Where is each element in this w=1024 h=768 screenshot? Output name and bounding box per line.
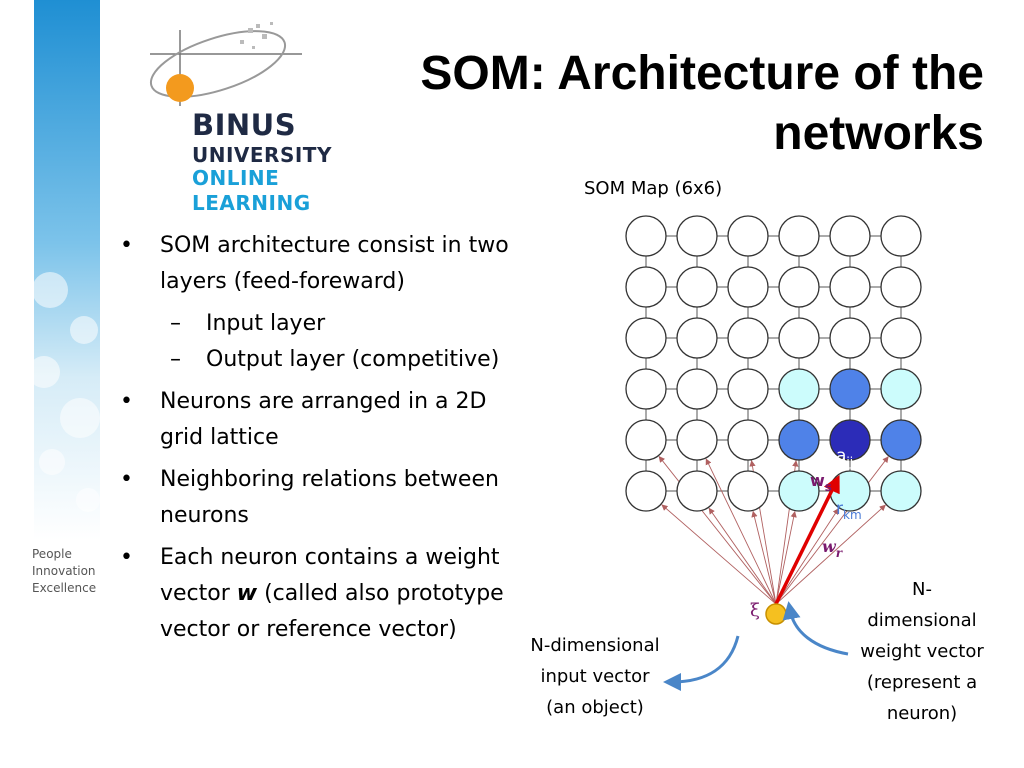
weight-vector-caption: N- dimensional weight vector (represent …: [852, 574, 992, 729]
bullet-neighbor-relations: Neighboring relations between neurons: [118, 462, 518, 534]
neighbor-label-main: r: [836, 499, 843, 519]
som-neuron-empty: [727, 419, 769, 461]
input-caption-line-1: N-dimensional: [530, 635, 660, 656]
input-caption-line-2: input vector: [540, 666, 650, 687]
som-neuron-near: [778, 470, 820, 512]
som-neuron-empty: [880, 317, 922, 359]
input-connection-arrow: [661, 504, 777, 605]
som-neuron-empty: [727, 317, 769, 359]
input-symbol-xi: ξ: [750, 600, 760, 621]
som-neuron-winner-area: [829, 368, 871, 410]
brand-tagline: People Innovation Excellence: [32, 546, 96, 597]
tagline-excellence: Excellence: [32, 581, 97, 595]
som-neuron-winner-area: [880, 419, 922, 461]
logo-text-binus: BINUS: [192, 108, 297, 142]
weight-vector-symbol: w: [236, 581, 258, 606]
weight-vector-text-before: Each neuron contains a weight vector: [160, 545, 500, 606]
som-neuron-empty: [829, 317, 871, 359]
bullet-weight-vector: Each neuron contains a weight vector w (…: [118, 540, 518, 648]
som-neuron-empty: [676, 317, 718, 359]
som-neuron-empty: [625, 368, 667, 410]
sub-item-output-layer: Output layer (competitive): [160, 342, 518, 378]
winner-label: aij: [836, 446, 853, 469]
som-neuron-empty: [778, 215, 820, 257]
som-neuron-empty: [880, 266, 922, 308]
som-neuron-empty: [625, 266, 667, 308]
som-neuron-near: [778, 368, 820, 410]
input-connection-arrow: [708, 507, 777, 605]
tagline-innovation: Innovation: [32, 564, 96, 578]
som-neuron-empty: [625, 419, 667, 461]
som-neuron-empty: [829, 266, 871, 308]
logo-text-learning: LEARNING: [192, 191, 311, 215]
som-neuron-winner: [829, 419, 871, 461]
ws-label-sub: s: [825, 480, 832, 494]
bold-arrow-ws: [774, 474, 840, 605]
wr-label-main: w: [822, 537, 837, 556]
neighbor-label-sub: km: [843, 508, 862, 522]
input-connection-arrow: [775, 508, 839, 605]
weight-caption-line-1: N-: [912, 579, 932, 600]
input-node: [765, 603, 787, 625]
side-decoration: [28, 0, 100, 540]
weight-caption-line-2: dimensional: [867, 610, 977, 631]
som-neuron-empty: [829, 215, 871, 257]
bullet-architecture: SOM architecture consist in two layers (…: [118, 228, 518, 300]
som-neuron-empty: [625, 470, 667, 512]
winner-label-main: a: [836, 446, 846, 466]
input-connection-arrow: [775, 510, 797, 605]
ws-label: ws: [810, 471, 832, 494]
winner-label-sub: ij: [846, 455, 853, 469]
sub-item-input-layer: Input layer: [160, 306, 518, 342]
som-neuron-empty: [625, 215, 667, 257]
input-connection-arrow: [751, 510, 777, 605]
weight-vector-text-after: (called also prototype vector or referen…: [160, 581, 504, 642]
callout-arrow-weight: [782, 601, 849, 656]
som-neuron-empty: [676, 470, 718, 512]
som-neuron-empty: [625, 317, 667, 359]
weight-caption-line-4: (represent a: [866, 672, 978, 693]
som-neuron-empty: [727, 266, 769, 308]
som-neuron-empty: [778, 266, 820, 308]
input-connection-arrow: [775, 460, 799, 605]
logo-text-online: ONLINE: [192, 166, 280, 190]
weight-caption-line-3: weight vector: [860, 641, 984, 662]
som-neuron-empty: [676, 368, 718, 410]
som-neuron-empty: [727, 368, 769, 410]
som-neuron-empty: [727, 470, 769, 512]
callout-arrow-input: [663, 635, 740, 691]
bullet-grid-lattice: Neurons are arranged in a 2D grid lattic…: [118, 384, 518, 456]
wr-label-sub: r: [836, 546, 844, 560]
input-connection-arrow: [749, 460, 777, 605]
weight-caption-line-5: neuron): [886, 703, 958, 724]
input-caption-line-3: (an object): [546, 697, 644, 718]
som-neuron-empty: [676, 266, 718, 308]
sub-list-layers: Input layer Output layer (competitive): [118, 306, 518, 378]
som-neuron-empty: [880, 215, 922, 257]
page-title: SOM: Architecture of the networks: [420, 47, 984, 160]
input-connection-arrow: [705, 458, 777, 605]
neighbor-label: rkm: [836, 499, 862, 522]
som-neuron-near: [829, 470, 871, 512]
som-neuron-empty: [676, 215, 718, 257]
input-vector-caption: N-dimensional input vector (an object): [518, 630, 672, 723]
som-neuron-near: [880, 470, 922, 512]
wr-label: wr: [822, 537, 844, 560]
som-neuron-empty: [778, 317, 820, 359]
som-map-caption: SOM Map (6x6): [584, 178, 723, 199]
binus-logo-mark: [149, 22, 302, 106]
logo-text-university: UNIVERSITY: [192, 143, 332, 167]
input-connection-arrow: [658, 455, 777, 605]
bullet-list: SOM architecture consist in two layers (…: [118, 228, 518, 654]
som-neuron-empty: [676, 419, 718, 461]
som-neuron-winner-area: [778, 419, 820, 461]
ws-label-main: w: [810, 471, 825, 490]
som-neuron-empty: [727, 215, 769, 257]
som-neuron-near: [880, 368, 922, 410]
tagline-people: People: [32, 547, 72, 561]
